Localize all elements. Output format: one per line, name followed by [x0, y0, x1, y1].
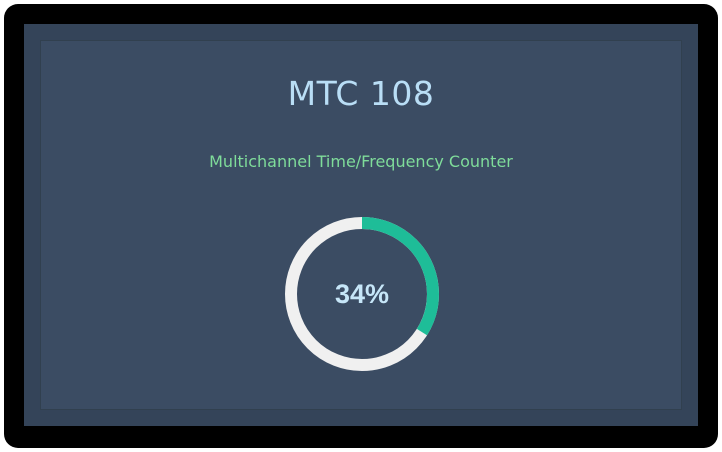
progress-ring-fill — [285, 217, 439, 371]
progress-percent-label: 34% — [334, 279, 390, 309]
app-title: MTC 108 — [287, 74, 435, 113]
loading-progress-ring — [285, 217, 439, 371]
app-subtitle: Multichannel Time/Frequency Counter — [209, 152, 513, 171]
